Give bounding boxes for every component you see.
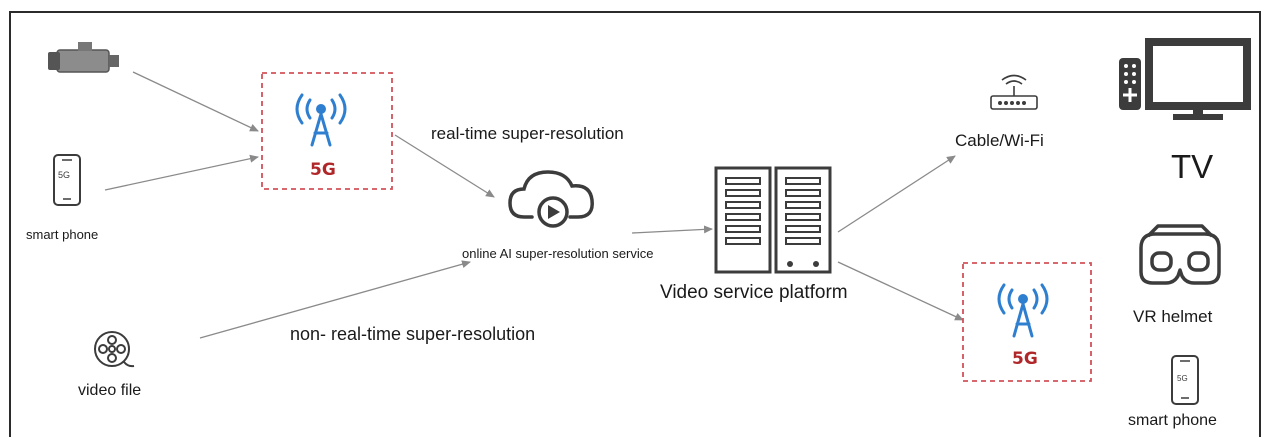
five-g-box-left (261, 72, 393, 190)
vr-headset-icon (1139, 224, 1221, 285)
camera-icon (48, 42, 119, 73)
smart-phone-label-right: smart phone (1128, 412, 1217, 429)
five-g-box-right (962, 262, 1092, 382)
vr-helmet-label: VR helmet (1133, 307, 1213, 326)
five-g-label-right: 5G (1012, 349, 1038, 369)
real-time-label: real-time super-resolution (431, 124, 624, 143)
antenna-icon (295, 93, 347, 147)
arrow-platform-to-5g (837, 261, 964, 321)
phone-screen-text: 5G (1177, 374, 1188, 383)
phone-screen-text: 5G (58, 170, 71, 180)
smartphone-icon (1171, 355, 1199, 405)
router-icon (990, 74, 1038, 110)
tv-icon (1145, 38, 1251, 120)
ai-service-label: online AI super-resolution service (462, 246, 654, 261)
flow-arrows (104, 71, 964, 339)
cable-wifi-label: Cable/Wi-Fi (955, 131, 1044, 150)
server-rack-icon (714, 166, 832, 274)
remote-icon (1119, 58, 1141, 110)
arrow-phone-to-5g (104, 154, 259, 191)
tv-label: TV (1171, 148, 1214, 185)
smartphone-icon (53, 154, 81, 206)
film-reel-icon (94, 331, 135, 368)
platform-label: Video service platform (660, 282, 848, 303)
video-file-label: video file (78, 382, 142, 399)
arrow-camera-to-5g (132, 71, 259, 132)
antenna-icon (997, 283, 1049, 338)
arrow-5g-to-cloud (394, 134, 495, 198)
arrow-file-to-cloud (199, 260, 471, 339)
outer-frame (9, 11, 1261, 442)
non-real-time-label: non- real-time super-resolution (290, 324, 536, 344)
arrow-platform-to-wifi (837, 155, 956, 233)
five-g-label-left: 5G (310, 160, 336, 180)
smart-phone-label-left: smart phone (26, 227, 99, 242)
arrow-cloud-to-platform (631, 225, 713, 234)
cloud-ai-icon (508, 170, 594, 228)
